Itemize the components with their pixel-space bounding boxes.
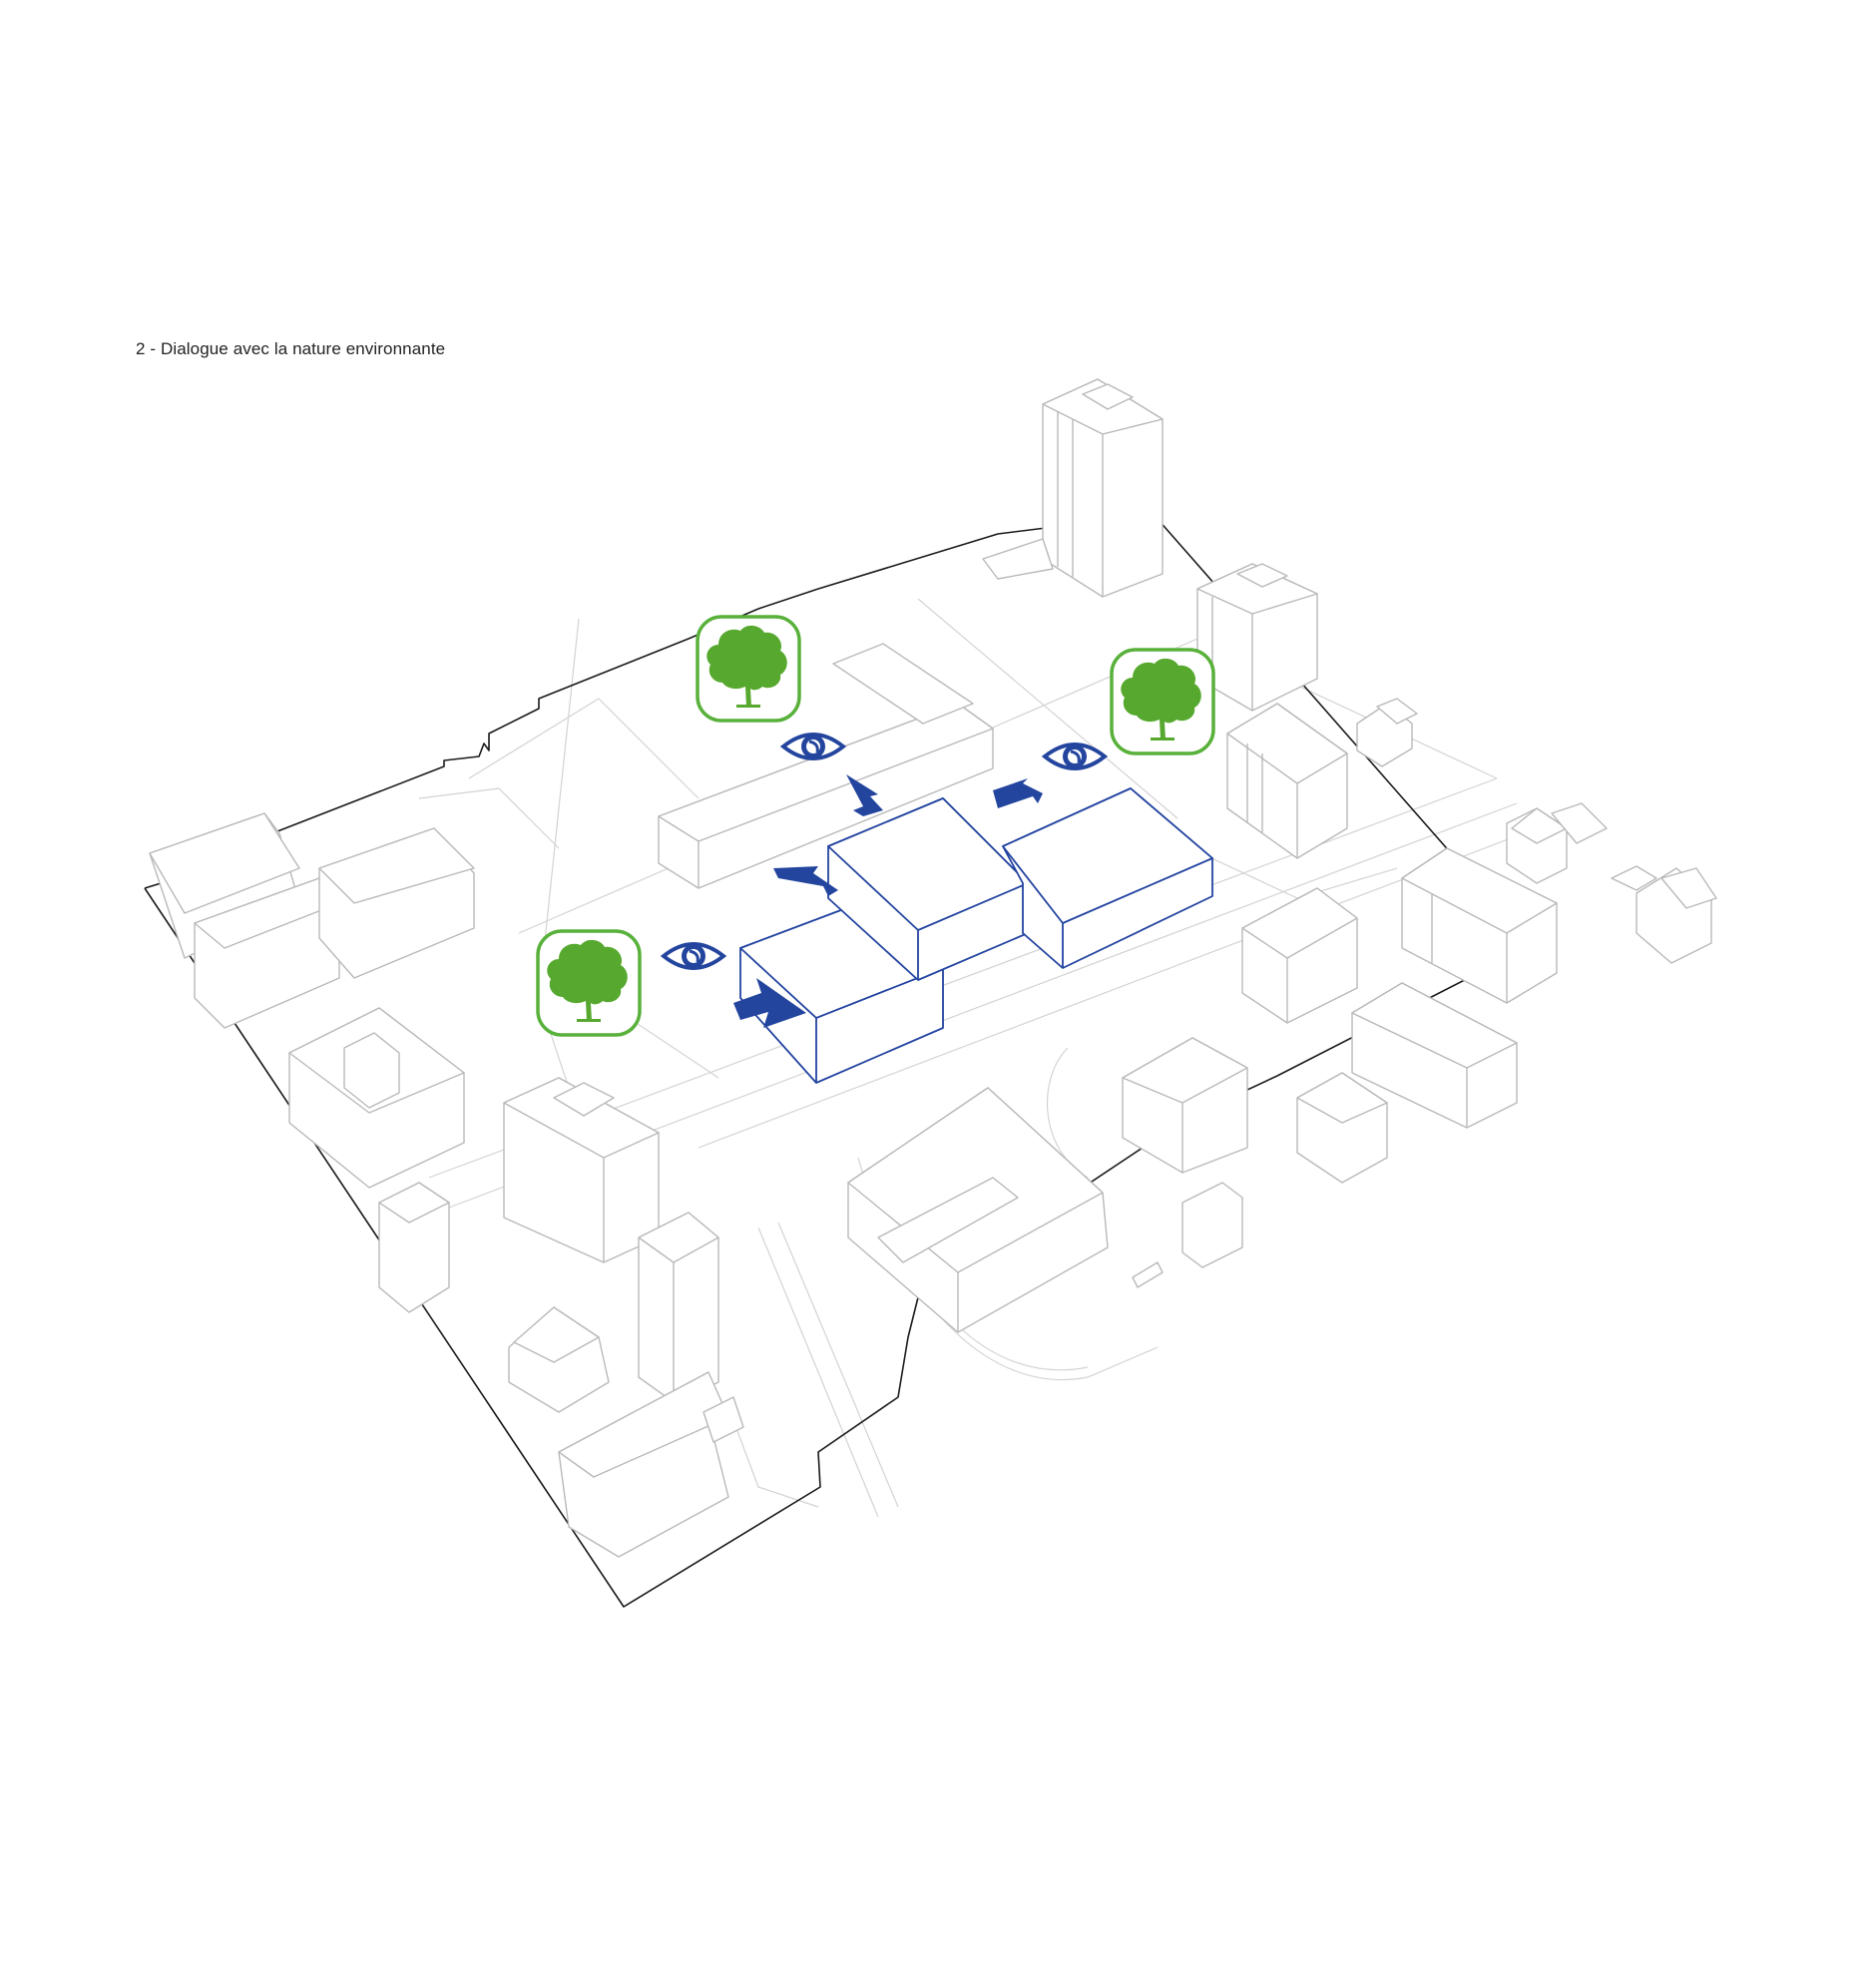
diagram-caption: 2 - Dialogue avec la nature environnante [136,339,446,358]
arrow-icon [773,866,838,896]
site-boundary [144,518,1538,1608]
arrow-icon [846,774,883,816]
nature-trees [536,615,1215,1037]
eye-icon [660,942,727,970]
eye-icon [1041,742,1109,770]
tree-icon [696,615,801,723]
tree-icon [536,929,642,1037]
arrow-icon [993,778,1043,808]
context-buildings [149,378,1717,1558]
arrow-icon [733,978,806,1028]
view-eyes [660,733,1109,970]
project-building [739,787,1213,1084]
tree-icon [1110,648,1215,755]
direction-arrows [733,774,1043,1028]
eye-icon [779,733,847,760]
